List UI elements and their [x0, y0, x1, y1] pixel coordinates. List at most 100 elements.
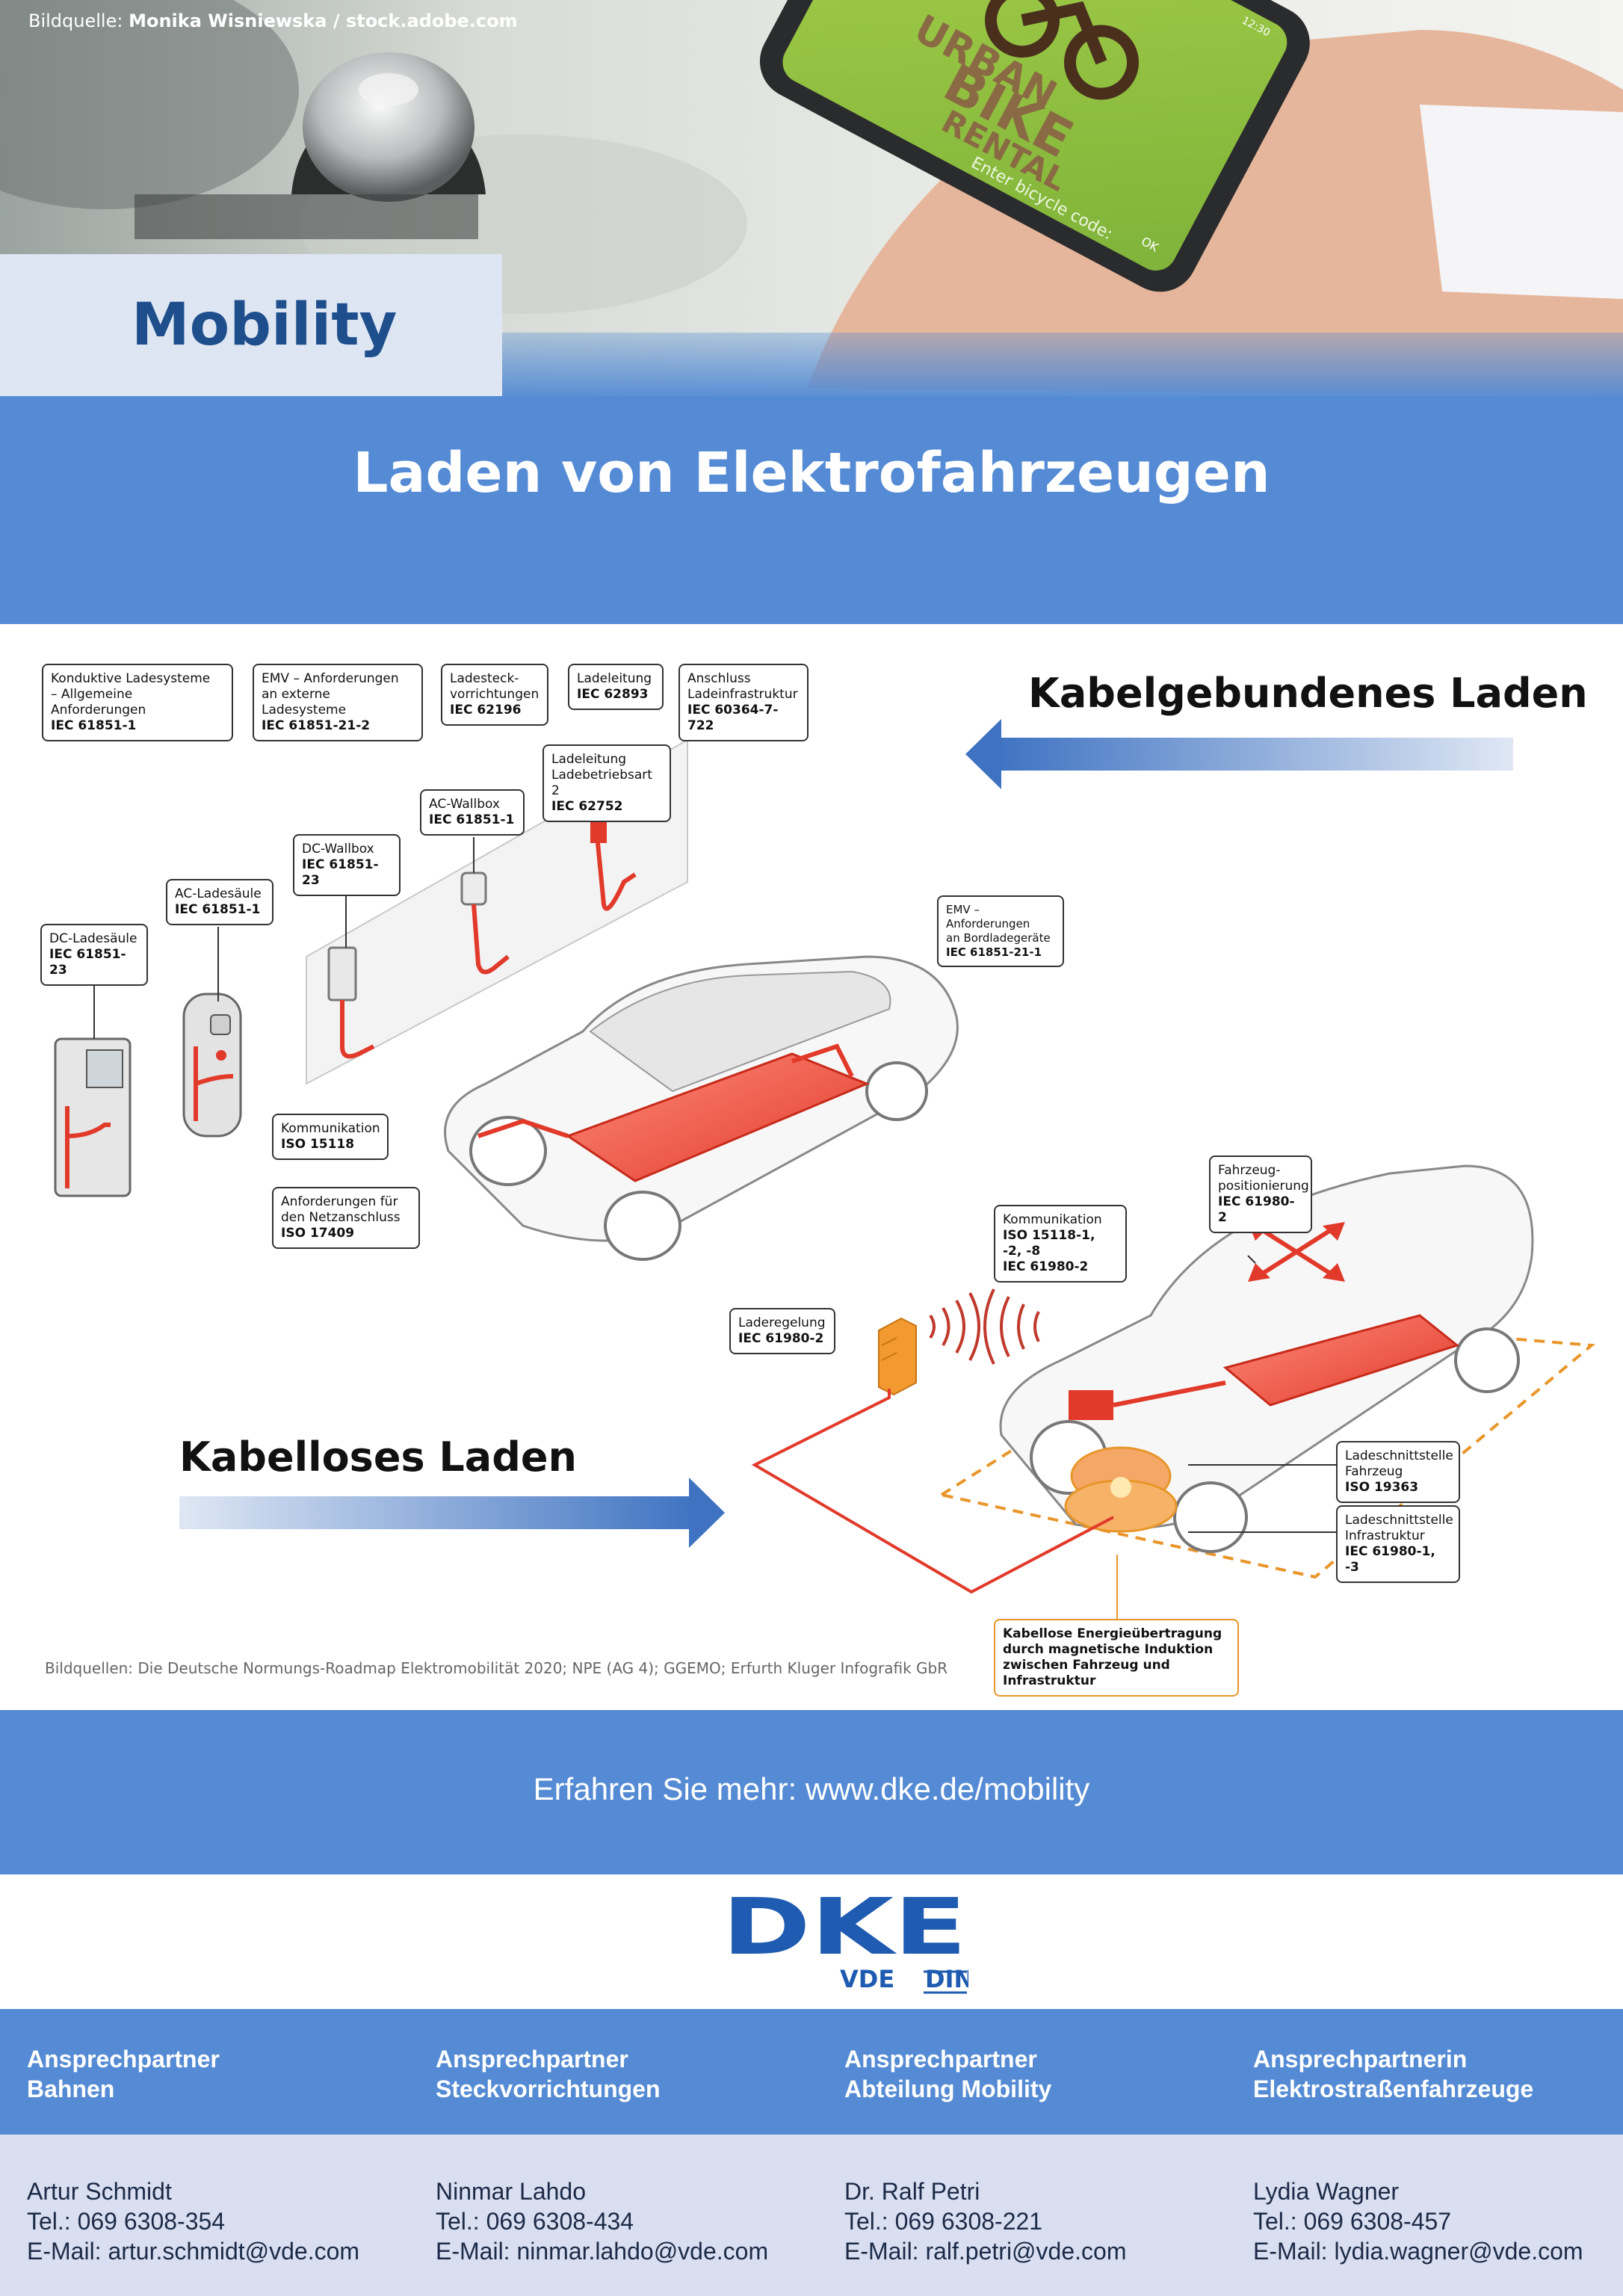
contact-role: Ansprechpartner [27, 2046, 220, 2073]
contact-phone[interactable]: Tel.: 069 6308-221 [844, 2208, 1043, 2235]
more-info-band [0, 1710, 1623, 1874]
contact-phone[interactable]: Tel.: 069 6308-434 [436, 2208, 634, 2235]
label-laderegelung: Laderegelung IEC 61980-2 [729, 1308, 835, 1354]
hero-photo: URBAN BIKE RENTAL Enter bicycle code: OK… [0, 0, 1623, 396]
label-dc-ladesaeule: DC-Ladesäule IEC 61851-23 [40, 924, 148, 986]
title-band [0, 396, 1623, 624]
label-netzanschluss: Anforderungen für den Netzanschluss ISO … [272, 1187, 420, 1249]
label-dc-wallbox: DC-Wallbox IEC 61851-23 [293, 834, 401, 896]
contact-role: Ansprechpartnerin [1253, 2046, 1468, 2073]
label-ac-ladesaeule: AC-Ladesäule IEC 61851-1 [166, 879, 273, 925]
label-ladeleitung: Ladeleitung IEC 62893 [568, 664, 664, 710]
label-kabellose-energieuebertragung: Kabellose Energieübertragung durch magne… [994, 1619, 1239, 1697]
section-tag-box [0, 254, 502, 396]
contact-3-heading: Ansprechpartner Abteilung Mobility [844, 2044, 1233, 2104]
label-line: Ladeschnittstelle [1345, 1448, 1453, 1463]
photo-credit-label: Bildquelle: [28, 10, 123, 31]
contact-1-heading: Ansprechpartner Bahnen [27, 2044, 415, 2104]
din-logo-text: DIN [925, 1965, 968, 1993]
wired-charging-heading: Kabelgebundenes Laden [1028, 670, 1588, 717]
label-fahrzeugpositionierung: Fahrzeug- positionierung IEC 61980-2 [1209, 1155, 1312, 1233]
wireless-signal-icon [929, 1289, 1040, 1365]
contact-area: Abteilung Mobility [844, 2076, 1052, 2102]
standard-number: IEC 61851-23 [49, 947, 126, 978]
label-line: Anforderungen für [281, 1194, 398, 1209]
contact-3-details: Dr. Ralf Petri Tel.: 069 6308-221 E-Mail… [844, 2176, 1248, 2266]
contact-1-details: Artur Schmidt Tel.: 069 6308-354 E-Mail:… [27, 2176, 430, 2266]
wireless-car-illustration [999, 1164, 1534, 1553]
label-line: Anschluss [687, 671, 751, 686]
section-tag: Mobility [132, 291, 398, 359]
wired-car-illustration [444, 955, 959, 1261]
label-emv-bordladegeraete: EMV – Anforderungen an Bordladegeräte IE… [937, 895, 1064, 967]
wireless-arrow [179, 1478, 725, 1548]
contact-name: Ninmar Lahdo [436, 2178, 586, 2205]
label-line: Kommunikation [1003, 1212, 1102, 1227]
standard-number: ISO 17409 [281, 1226, 355, 1241]
label-ladeschnittstelle-fahrzeug: Ladeschnittstelle Fahrzeug ISO 19363 [1336, 1441, 1460, 1503]
label-line: Ladeleitung [551, 752, 627, 767]
label-line: Ladeinfrastruktur [687, 687, 798, 702]
contact-area: Bahnen [27, 2076, 115, 2102]
label-kommunikation-wireless: Kommunikation ISO 15118-1, -2, -8 IEC 61… [994, 1205, 1127, 1283]
contact-4-details: Lydia Wagner Tel.: 069 6308-457 E-Mail: … [1253, 2176, 1623, 2266]
label-line: Ladebetriebsart 2 [551, 768, 652, 798]
dke-logo-text: DKE [722, 1894, 967, 1972]
standard-number: IEC 61851-1 [429, 812, 515, 827]
supply-line [751, 1389, 1114, 1594]
more-info-link[interactable]: Erfahren Sie mehr: www.dke.de/mobility [533, 1771, 1090, 1806]
contact-email[interactable]: E-Mail: artur.schmidt@vde.com [27, 2238, 360, 2265]
label-line: AC-Wallbox [429, 797, 500, 812]
contact-area: Steckvorrichtungen [436, 2076, 661, 2102]
contact-phone[interactable]: Tel.: 069 6308-457 [1253, 2208, 1452, 2235]
label-line: positionierung [1218, 1179, 1309, 1194]
ac-charging-station-icon [182, 993, 242, 1138]
label-line: AC-Ladesäule [175, 886, 262, 901]
contact-email[interactable]: E-Mail: ninmar.lahdo@vde.com [436, 2238, 769, 2265]
wireless-charging-heading: Kabelloses Laden [179, 1434, 577, 1481]
hero-blue-overlay [502, 333, 1623, 396]
contact-name: Dr. Ralf Petri [844, 2178, 980, 2205]
contact-2-details: Ninmar Lahdo Tel.: 069 6308-434 E-Mail: … [436, 2176, 839, 2266]
vde-logo-text: VDE [840, 1965, 894, 1993]
label-line: Fahrzeug- [1218, 1163, 1281, 1178]
label-line: EMV – Anforderungen [946, 903, 1030, 931]
standard-number: IEC 61980-1, -3 [1345, 1544, 1435, 1575]
label-ac-wallbox: AC-Wallbox IEC 61851-1 [420, 789, 525, 836]
label-line: vorrichtungen [450, 687, 540, 702]
label-line: Fahrzeug [1345, 1464, 1403, 1479]
label-line: Ladeschnittstelle [1345, 1513, 1453, 1528]
label-line: Ladesteck- [450, 671, 519, 686]
label-line: den Netzanschluss [281, 1210, 401, 1225]
contact-role: Ansprechpartner [844, 2046, 1037, 2073]
contact-email[interactable]: E-Mail: ralf.petri@vde.com [844, 2238, 1127, 2265]
dc-charging-station-icon [54, 1037, 132, 1197]
mode2-cable-icon [590, 821, 637, 911]
standard-number: IEC 61980-2 [1218, 1194, 1295, 1225]
standard-number: IEC 61851-1 [175, 902, 261, 917]
contact-name: Lydia Wagner [1253, 2178, 1400, 2205]
label-line: an Bordladegeräte [946, 931, 1051, 945]
standard-number: IEC 61980-2 [738, 1331, 824, 1346]
label-line: Infrastruktur [1345, 1528, 1425, 1543]
standard-number: IEC 62893 [577, 687, 649, 702]
label-anschluss-ladeinfrastruktur: Anschluss Ladeinfrastruktur IEC 60364-7-… [678, 664, 809, 741]
standard-number: IEC 62752 [551, 799, 623, 814]
label-line: Ladeleitung [577, 671, 652, 686]
image-source-note: Bildquellen: Die Deutsche Normungs-Roadm… [45, 1659, 948, 1677]
label-line: DC-Wallbox [302, 842, 374, 857]
contact-phone[interactable]: Tel.: 069 6308-354 [27, 2208, 226, 2235]
label-line: Kabellose Energieübertragung [1003, 1626, 1222, 1641]
leader-lines [93, 809, 1338, 1622]
label-ladeleitung-mode2: Ladeleitung Ladebetriebsart 2 IEC 62752 [542, 744, 671, 822]
standard-number: ISO 15118-1, -2, -8 [1003, 1228, 1095, 1259]
standard-number: IEC 61851-21-1 [946, 945, 1042, 959]
standard-number: IEC 60364-7-722 [687, 703, 779, 733]
charging-diagram [54, 719, 1596, 1622]
contact-2-heading: Ansprechpartner Steckvorrichtungen [436, 2044, 824, 2104]
photo-credit: Bildquelle: Monika Wisniewska / stock.ad… [28, 10, 518, 31]
label-line: – Allgemeine Anforderungen [51, 687, 146, 718]
contact-email[interactable]: E-Mail: lydia.wagner@vde.com [1253, 2238, 1583, 2265]
dke-logo: DKE VDE DIN [722, 1894, 968, 1994]
label-emv-extern: EMV – Anforderungen an externe Ladesyste… [253, 664, 423, 741]
